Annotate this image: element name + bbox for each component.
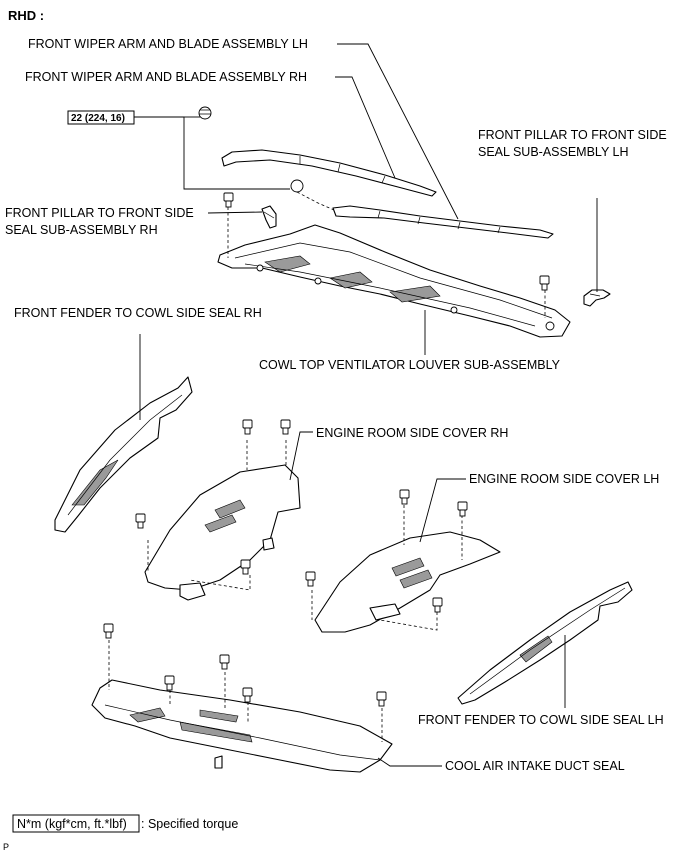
bolt-icon-cowl-1 <box>223 192 234 258</box>
label-pillar-rh-line1: FRONT PILLAR TO FRONT SIDE <box>5 206 194 220</box>
label-cool-air-seal: COOL AIR INTAKE DUCT SEAL <box>445 759 625 773</box>
cowl-louver <box>217 224 571 338</box>
label-wiper-lh: FRONT WIPER ARM AND BLADE ASSEMBLY LH <box>28 37 308 51</box>
bolt-icons-cover-rh <box>135 419 291 575</box>
leader-cool-air-seal <box>377 757 442 767</box>
fender-seal-lh <box>457 581 633 705</box>
legend-description: : Specified torque <box>141 817 238 831</box>
bolt-icon-cowl-2 <box>539 275 550 318</box>
wiper-arm-lh <box>290 179 554 239</box>
leader-engine-cover-lh <box>419 478 466 543</box>
pillar-seal-rh <box>261 205 277 229</box>
torque-callout: 22 (224, 16) <box>67 110 290 190</box>
leader-wiper-rh <box>335 76 396 179</box>
label-fender-seal-lh: FRONT FENDER TO COWL SIDE SEAL LH <box>418 713 664 727</box>
leader-wiper-lh <box>337 43 459 220</box>
torque-value: 22 (224, 16) <box>71 113 125 124</box>
label-pillar-lh-line2: SEAL SUB-ASSEMBLY LH <box>478 145 629 159</box>
label-fender-seal-rh: FRONT FENDER TO COWL SIDE SEAL RH <box>14 306 262 320</box>
bolt-icons-cover-lh <box>305 489 468 613</box>
leader-engine-cover-rh <box>289 431 313 481</box>
leader-pillar-rh <box>207 211 263 214</box>
torque-leader <box>134 116 290 190</box>
fender-seal-rh <box>54 376 193 533</box>
wiper-arm-rh <box>198 106 437 197</box>
label-pillar-lh-line1: FRONT PILLAR TO FRONT SIDE <box>478 128 667 142</box>
label-cowl-louver: COWL TOP VENTILATOR LOUVER SUB-ASSEMBLY <box>259 358 561 372</box>
label-engine-cover-lh: ENGINE ROOM SIDE COVER LH <box>469 472 659 486</box>
diagram-title: RHD : <box>8 8 44 23</box>
bolt-icons-cool-air <box>103 623 387 707</box>
engine-cover-rh <box>144 440 301 601</box>
label-pillar-rh-line2: SEAL SUB-ASSEMBLY RH <box>5 223 158 237</box>
cool-air-seal <box>91 640 393 773</box>
pillar-seal-lh <box>583 289 611 307</box>
label-engine-cover-rh: ENGINE ROOM SIDE COVER RH <box>316 426 508 440</box>
wiper-nut-icon <box>198 106 212 120</box>
legend-box <box>12 814 140 833</box>
engine-cover-lh <box>311 505 501 633</box>
legend-unit: N*m (kgf*cm, ft.*lbf) <box>17 817 127 831</box>
wiper-nut-icon-2 <box>290 179 304 193</box>
label-wiper-rh: FRONT WIPER ARM AND BLADE ASSEMBLY RH <box>25 70 307 84</box>
torque-box <box>67 110 135 125</box>
footer-mark: P <box>3 842 9 852</box>
